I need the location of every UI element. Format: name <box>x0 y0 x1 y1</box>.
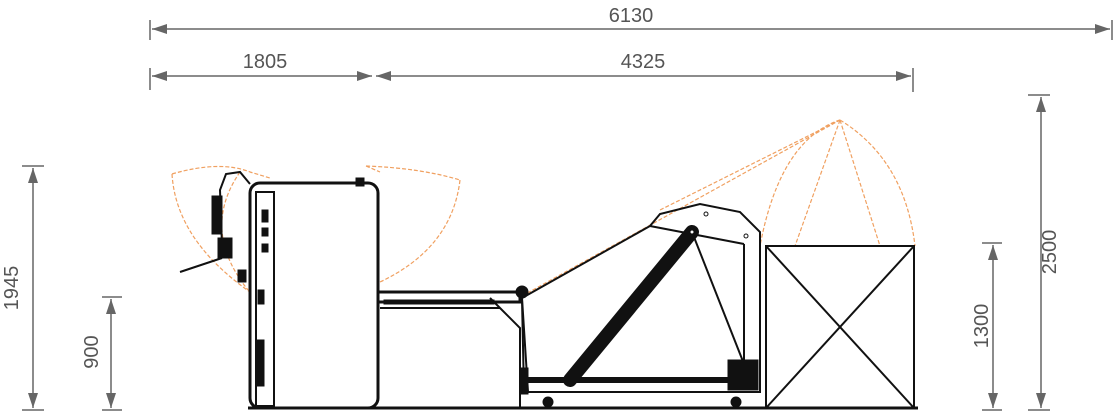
dim-left-height-label: 1945 <box>1 266 23 311</box>
dim-overall-length-label: 6130 <box>609 5 654 27</box>
output-bin <box>765 245 915 409</box>
lift-strut <box>563 225 699 387</box>
dim-left-height: 1945 <box>1 165 44 411</box>
dim-max-height-label: 2500 <box>1039 230 1061 275</box>
dim-left-section: 1805 <box>149 51 372 90</box>
dim-left-section-label: 1805 <box>243 51 288 73</box>
dim-max-height: 2500 <box>1028 94 1061 411</box>
dim-feed-height: 900 <box>81 296 122 411</box>
dim-right-section: 4325 <box>376 51 914 92</box>
dim-box-height-label: 1300 <box>971 304 993 349</box>
main-cabinet <box>248 181 380 410</box>
control-arm <box>218 170 251 247</box>
dim-box-height: 1300 <box>971 242 1002 411</box>
conveyor-frame <box>520 202 761 393</box>
dim-feed-height-label: 900 <box>81 335 103 368</box>
dim-right-section-label: 4325 <box>621 51 666 73</box>
machine-body <box>179 170 918 410</box>
dim-overall-length: 6130 <box>149 5 1113 40</box>
